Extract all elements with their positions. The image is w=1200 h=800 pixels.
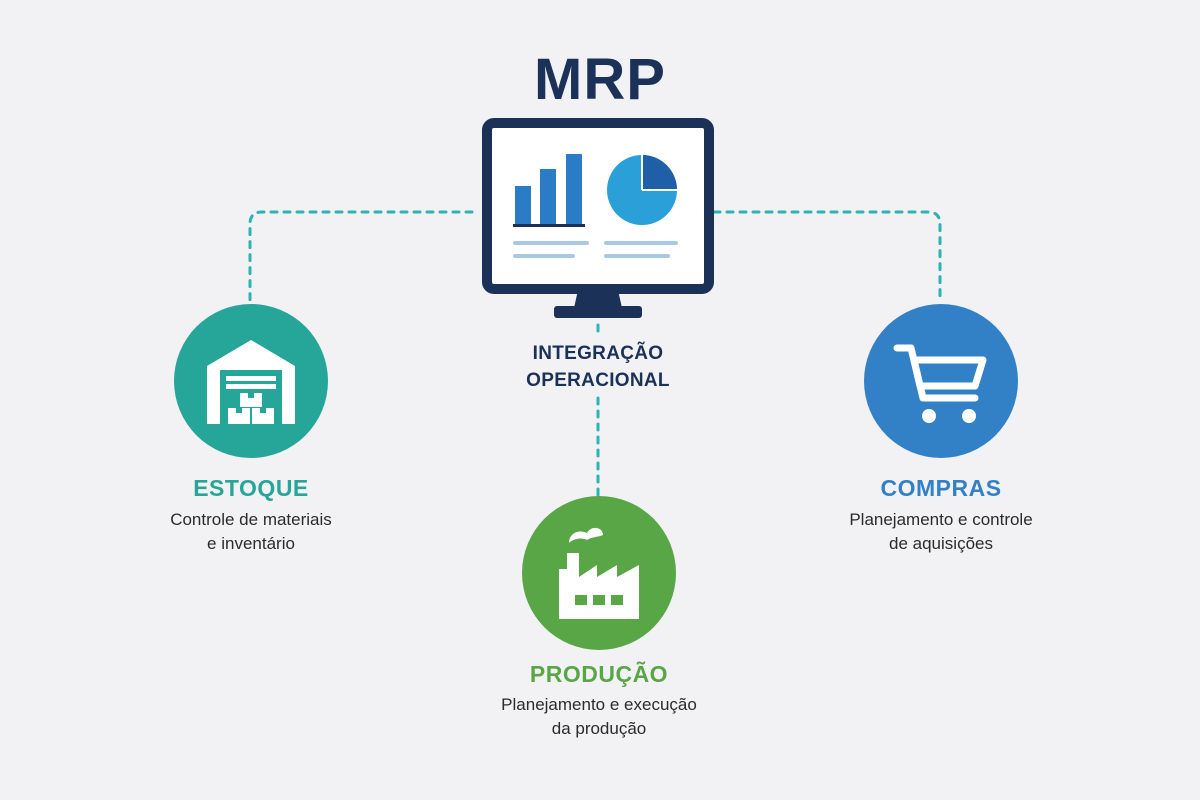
factory-icon [559, 527, 639, 619]
producao-description: Planejamento e execução da produção [470, 693, 728, 741]
text-lines-decoration [513, 241, 678, 258]
diagram-title: MRP [534, 47, 666, 112]
producao-title: PRODUÇÃO [529, 661, 669, 687]
connector-compras [712, 210, 942, 304]
center-label: INTEGRAÇÃO OPERACIONAL [450, 340, 746, 394]
estoque-desc-line2: e inventário [207, 534, 295, 553]
estoque-title: ESTOQUE [193, 475, 309, 501]
producao-desc-line2: da produção [551, 719, 647, 738]
compras-desc-line1: Planejamento e controle [849, 510, 1033, 529]
center-label-line1: INTEGRAÇÃO [532, 343, 664, 364]
producao-desc-line1: Planejamento e execução [501, 695, 697, 714]
estoque-circle [174, 304, 328, 458]
bar-chart-icon [513, 154, 585, 227]
estoque-desc-line1: Controle de materiais [170, 510, 332, 529]
compras-description: Planejamento e controle de aquisições [816, 508, 1066, 556]
warehouse-icon [207, 340, 295, 424]
producao-circle [522, 496, 676, 650]
estoque-description: Controle de materiais e inventário [130, 508, 372, 556]
connector-estoque [248, 210, 474, 304]
center-label-line2: OPERACIONAL [526, 370, 670, 391]
compras-desc-line2: de aquisições [889, 534, 993, 553]
compras-title: COMPRAS [880, 475, 1002, 501]
compras-circle [864, 304, 1018, 458]
shopping-cart-icon [893, 344, 987, 423]
monitor-icon [482, 118, 714, 318]
pie-chart-icon [607, 155, 677, 225]
